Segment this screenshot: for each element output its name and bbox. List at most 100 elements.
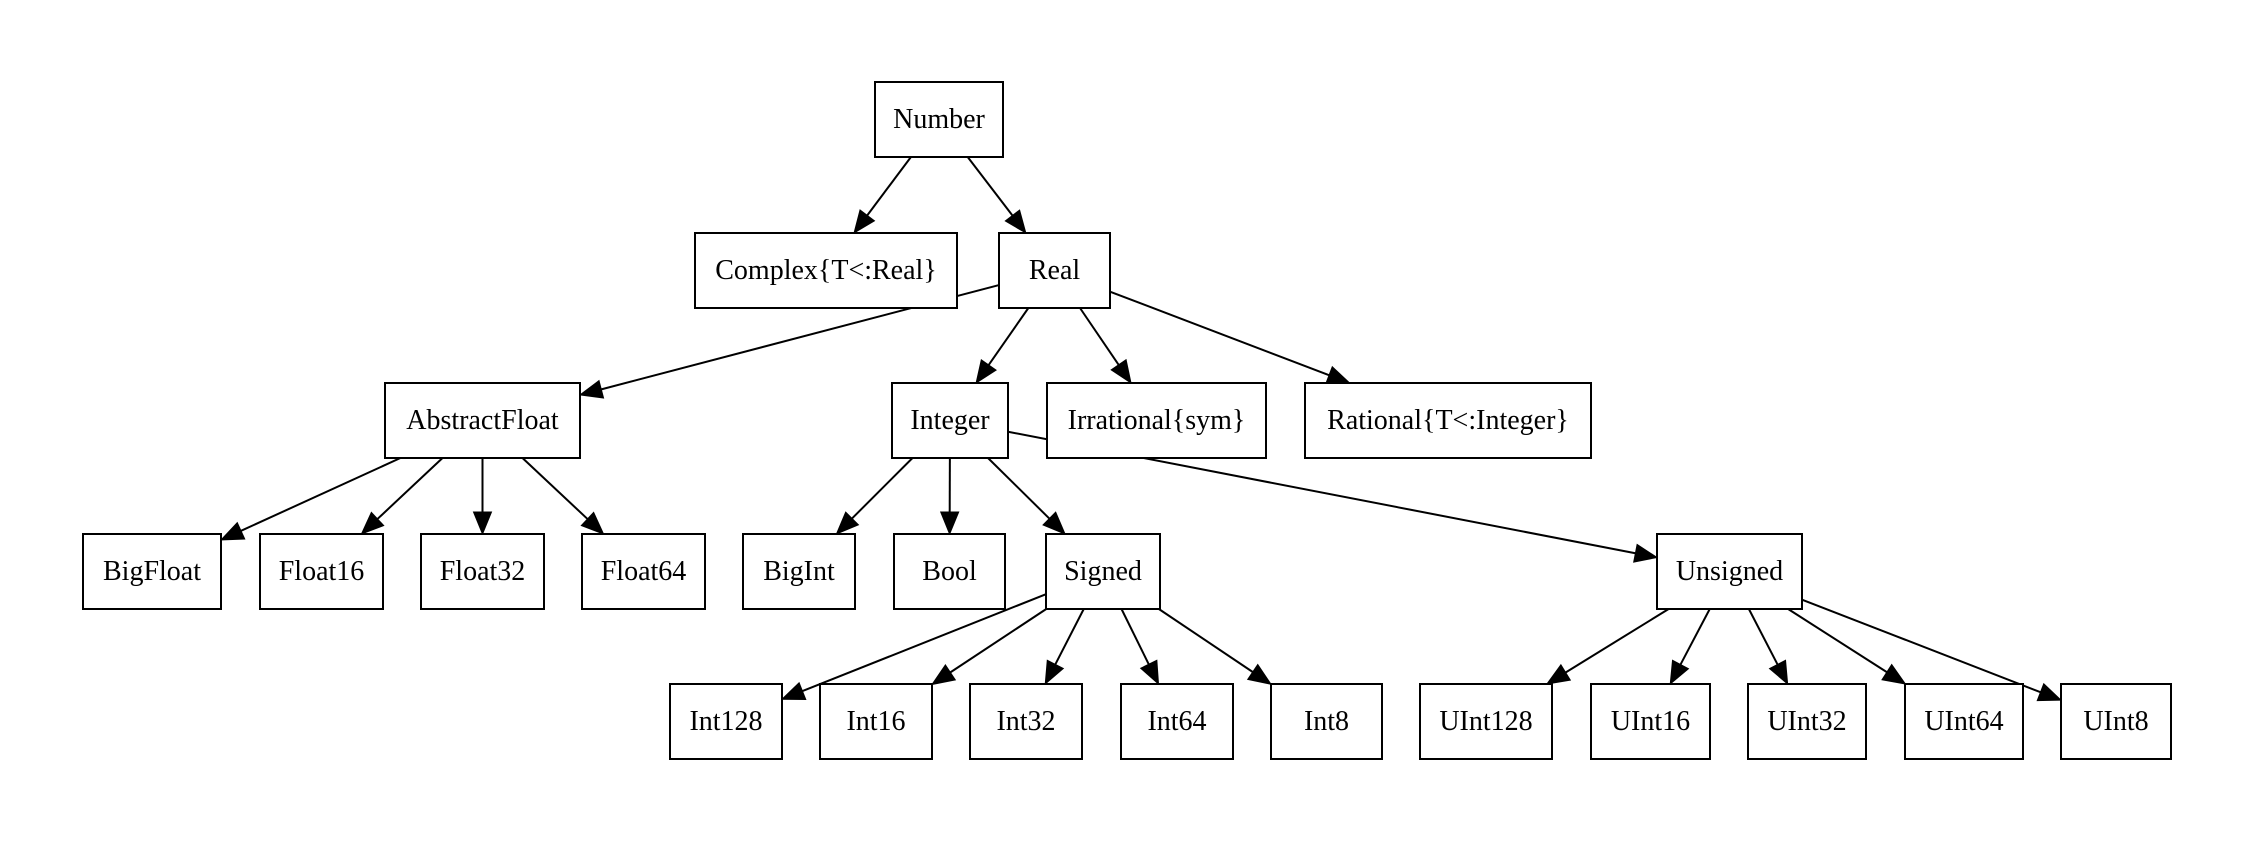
node-real-label: Real: [1029, 255, 1081, 286]
edge-line: [802, 593, 1047, 693]
arrowhead-icon: [1004, 209, 1027, 235]
edge-signed-to-int32: [1044, 608, 1085, 686]
arrowhead-icon: [1325, 365, 1351, 385]
node-unsigned-label: Unsigned: [1676, 556, 1783, 587]
edge-line: [1679, 608, 1711, 666]
arrowhead-icon: [360, 511, 385, 535]
node-uint64-label: UInt64: [1924, 706, 2003, 737]
edge-real-to-rational: [1109, 290, 1351, 385]
edge-line: [1565, 608, 1670, 674]
arrowhead-icon: [2036, 682, 2063, 702]
edge-line: [851, 457, 914, 520]
edge-line: [376, 457, 444, 520]
node-float16-label: Float16: [279, 556, 365, 587]
edge-line: [987, 307, 1030, 366]
arrowhead-icon: [219, 521, 246, 541]
edge-line: [1747, 608, 1779, 665]
arrowhead-icon: [853, 209, 876, 235]
edge-line: [1801, 598, 2041, 694]
arrowhead-icon: [1042, 511, 1066, 535]
arrowhead-icon: [578, 379, 605, 399]
node-number: Number: [874, 81, 1004, 158]
node-integer-label: Integer: [910, 405, 990, 436]
arrowhead-icon: [1246, 663, 1273, 685]
edge-line: [949, 608, 1047, 674]
node-float32: Float32: [420, 533, 545, 610]
node-int32: Int32: [969, 683, 1083, 760]
node-bool-label: Bool: [922, 556, 977, 587]
edge-line: [1158, 608, 1254, 673]
node-bigfloat: BigFloat: [82, 533, 222, 610]
node-uint64: UInt64: [1904, 683, 2024, 760]
edge-unsigned-to-uint64: [1787, 608, 1907, 685]
edge-line: [1079, 307, 1120, 366]
edge-line: [240, 457, 401, 532]
node-uint32-label: UInt32: [1767, 706, 1846, 737]
edge-abstractfloat-to-float64: [521, 457, 605, 535]
node-bool: Bool: [893, 533, 1006, 610]
node-int8-label: Int8: [1304, 706, 1349, 737]
edge-integer-to-bigint: [835, 457, 914, 535]
edge-integer-to-bool: [939, 457, 960, 536]
arrowhead-icon: [1633, 543, 1659, 563]
arrowhead-icon: [1545, 663, 1572, 685]
node-real: Real: [998, 232, 1111, 309]
arrowhead-icon: [1110, 358, 1132, 385]
edge-integer-to-signed: [987, 457, 1066, 535]
node-int8: Int8: [1270, 683, 1383, 760]
edge-abstractfloat-to-float16: [360, 457, 444, 535]
node-complex-label: Complex{T<:Real}: [715, 255, 937, 286]
node-float64-label: Float64: [601, 556, 687, 587]
node-uint128-label: UInt128: [1439, 706, 1532, 737]
node-uint16: UInt16: [1590, 683, 1711, 760]
node-int64-label: Int64: [1147, 706, 1206, 737]
edge-unsigned-to-uint8: [1801, 598, 2063, 702]
node-unsigned: Unsigned: [1656, 533, 1803, 610]
node-rational-label: Rational{T<:Integer}: [1327, 405, 1569, 436]
arrowhead-icon: [975, 358, 997, 385]
node-bigint: BigInt: [742, 533, 856, 610]
arrowhead-icon: [1044, 659, 1065, 686]
arrowhead-icon: [1768, 659, 1789, 686]
edge-line: [1120, 608, 1150, 665]
node-irrational-label: Irrational{sym}: [1068, 405, 1246, 436]
node-int16-label: Int16: [846, 706, 905, 737]
node-int128-label: Int128: [689, 706, 762, 737]
edge-signed-to-int8: [1158, 608, 1273, 685]
node-uint8: UInt8: [2060, 683, 2172, 760]
node-irrational: Irrational{sym}: [1046, 382, 1267, 459]
node-uint8-label: UInt8: [2083, 706, 2148, 737]
node-int128: Int128: [669, 683, 783, 760]
arrowhead-icon: [1881, 663, 1907, 685]
edge-signed-to-int16: [930, 608, 1047, 686]
edge-unsigned-to-uint128: [1545, 608, 1670, 685]
edge-line: [966, 156, 1014, 217]
node-uint128: UInt128: [1419, 683, 1553, 760]
node-integer: Integer: [891, 382, 1009, 459]
edge-unsigned-to-uint16: [1669, 608, 1711, 686]
node-signed: Signed: [1045, 533, 1161, 610]
node-uint16-label: UInt16: [1611, 706, 1690, 737]
arrowhead-icon: [1669, 659, 1690, 686]
edge-number-to-complex: [853, 156, 912, 235]
node-float64: Float64: [581, 533, 706, 610]
node-int16: Int16: [819, 683, 933, 760]
arrowhead-icon: [472, 511, 493, 536]
node-bigfloat-label: BigFloat: [103, 556, 201, 587]
node-complex: Complex{T<:Real}: [694, 232, 958, 309]
node-abstractfloat-label: AbstractFloat: [406, 405, 559, 436]
node-bigint-label: BigInt: [763, 556, 835, 587]
node-int64: Int64: [1120, 683, 1234, 760]
edge-unsigned-to-uint32: [1747, 608, 1789, 686]
edge-line: [1787, 608, 1888, 673]
arrowhead-icon: [1139, 659, 1160, 686]
edge-abstractfloat-to-float32: [472, 458, 493, 536]
node-number-label: Number: [893, 104, 985, 135]
arrowhead-icon: [939, 511, 960, 536]
arrowhead-icon: [580, 511, 605, 535]
node-float32-label: Float32: [440, 556, 526, 587]
edge-line: [1109, 290, 1330, 377]
edge-real-to-integer: [975, 307, 1030, 385]
node-signed-label: Signed: [1064, 556, 1142, 587]
